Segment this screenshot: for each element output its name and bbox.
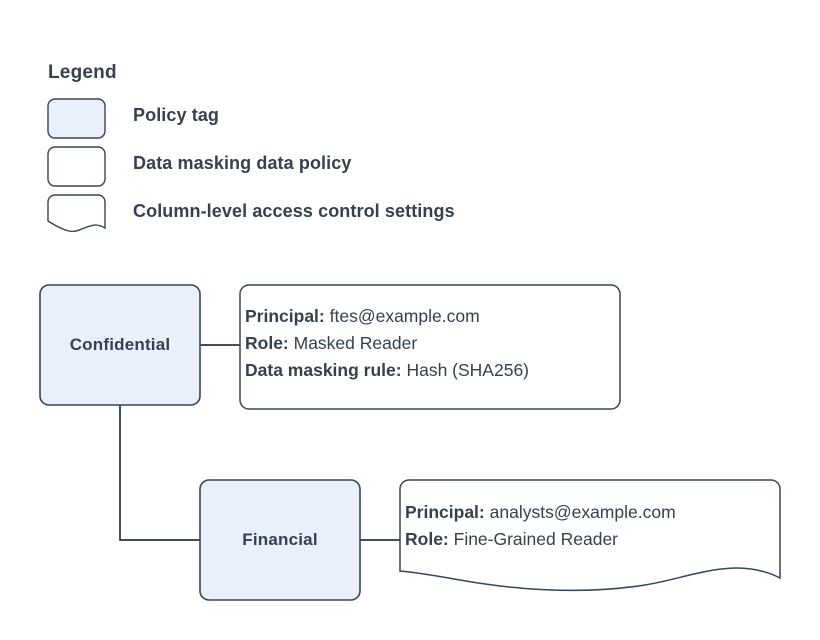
card-masking-policy-confidential[interactable] [239, 284, 621, 410]
data-masking-policy-swatch [47, 146, 106, 187]
detail-key: Principal: [245, 306, 325, 326]
column-access-settings-swatch [47, 194, 106, 233]
node-financial[interactable] [199, 479, 361, 601]
detail-value: Fine-Grained Reader [453, 529, 619, 549]
detail-key: Principal: [405, 502, 485, 522]
detail-key: Role: [245, 333, 289, 353]
detail-value: Hash (SHA256) [406, 360, 530, 380]
detail-row-principal: Principal: ftes@example.com [245, 303, 529, 330]
detail-value: Masked Reader [293, 333, 418, 353]
detail-value: analysts@example.com [489, 502, 676, 522]
detail-key: Data masking rule: [245, 360, 402, 380]
card-text-access-settings-financial: Principal: analysts@example.com Role: Fi… [405, 499, 676, 553]
detail-key: Role: [405, 529, 449, 549]
detail-row-role: Role: Fine-Grained Reader [405, 526, 676, 553]
detail-row-data-masking-rule: Data masking rule: Hash (SHA256) [245, 357, 529, 384]
connector-confidential-to-financial [119, 405, 200, 541]
card-access-settings-financial[interactable] [399, 479, 781, 592]
node-confidential[interactable] [39, 284, 201, 406]
detail-row-role: Role: Masked Reader [245, 330, 529, 357]
policy-tag-swatch [47, 98, 106, 139]
detail-value: ftes@example.com [329, 306, 480, 326]
detail-row-principal: Principal: analysts@example.com [405, 499, 676, 526]
card-text-masking-policy-confidential: Principal: ftes@example.com Role: Masked… [245, 303, 529, 384]
